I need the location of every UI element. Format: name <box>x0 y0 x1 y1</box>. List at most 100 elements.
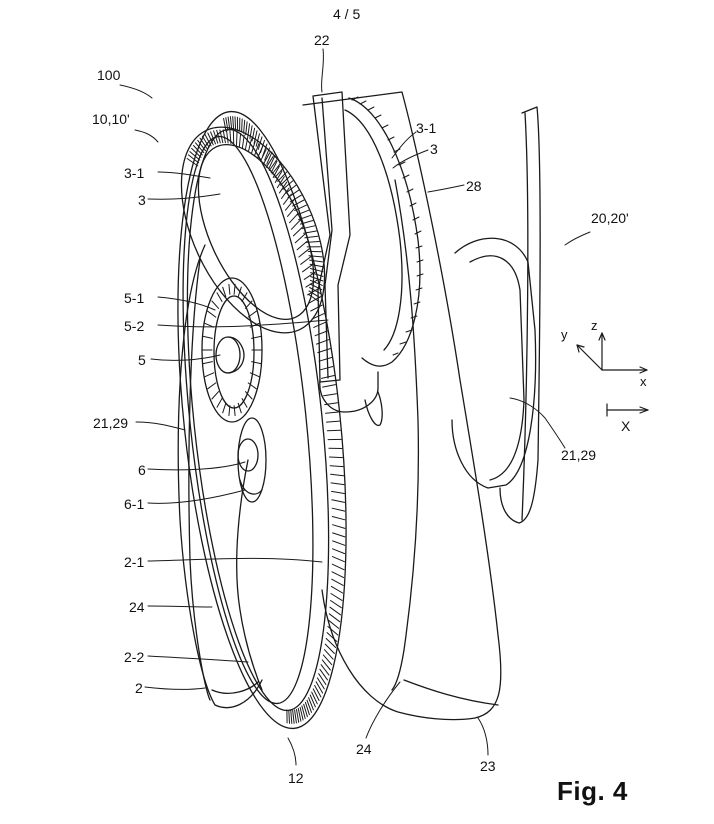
gear-tooth <box>289 710 290 723</box>
gear-tooth <box>205 373 214 377</box>
axis-indicator-small <box>577 333 647 373</box>
gear-tooth <box>291 220 300 229</box>
gear-tooth <box>227 130 229 143</box>
gear-tooth <box>313 689 319 701</box>
gear-tooth <box>310 695 315 707</box>
axis-indicator-big-x <box>607 404 648 416</box>
gear-tooth <box>194 146 203 156</box>
shaft-column-groove <box>322 98 332 378</box>
gear-tooth <box>323 385 336 388</box>
gear-tooth <box>320 367 333 370</box>
gear-tooth <box>331 586 342 593</box>
gear-tooth <box>203 362 213 364</box>
ref-label-10-10p: 10,10' <box>92 112 130 126</box>
gear-tooth <box>328 627 338 636</box>
ring-gear-inner <box>164 123 352 717</box>
gear-tooth <box>237 132 238 145</box>
gear-tooth <box>327 430 340 431</box>
gear-tooth <box>333 533 345 537</box>
gear-tooth <box>324 394 337 396</box>
gear-tooth <box>332 508 345 511</box>
axis-label-big-x: X <box>621 418 630 434</box>
right-hub-inner <box>470 256 524 480</box>
gear-tooth <box>332 572 344 578</box>
gear-tooth <box>331 594 342 601</box>
gear-tooth <box>245 301 252 308</box>
gear-tooth <box>203 336 213 338</box>
ref-label-6-1: 6-1 <box>124 497 144 511</box>
gear-tooth <box>251 141 255 154</box>
ref-label-12: 12 <box>288 771 304 785</box>
gear-tooth <box>312 692 318 704</box>
ref-label-20-20p: 20,20' <box>591 211 629 225</box>
gear-tooth <box>332 491 345 493</box>
gear-tooth <box>331 474 344 475</box>
gear-tooth <box>234 406 235 416</box>
gear-tooth <box>315 686 321 697</box>
gear-tooth <box>200 138 207 149</box>
back-disc-edge <box>189 260 210 700</box>
gear-tooth <box>224 119 226 132</box>
gear-tooth <box>331 483 344 485</box>
gear-tooth <box>310 260 323 262</box>
gear-tooth <box>333 525 345 529</box>
gear-tooth <box>332 517 345 520</box>
ref-label-3-1-left: 3-1 <box>124 166 144 180</box>
ref-label-5-2: 5-2 <box>124 319 144 333</box>
gear-tooth <box>295 710 297 723</box>
gear-tooth <box>330 457 343 458</box>
gear-tooth <box>311 305 323 311</box>
gear-tooth <box>217 399 222 408</box>
gear-6-hub <box>238 439 258 471</box>
right-bracket-plate <box>500 107 540 523</box>
gear-tooth <box>223 403 226 413</box>
gear-tooth <box>229 406 230 416</box>
gear-tooth <box>316 682 323 693</box>
gear-tooth <box>242 119 243 132</box>
gear-tooth <box>332 557 344 562</box>
housing-front-face <box>392 180 418 690</box>
ref-label-3-left: 3 <box>138 193 146 207</box>
gear-tooth <box>332 579 344 585</box>
gear-tooth <box>212 301 219 308</box>
gear-tooth <box>288 207 297 217</box>
ref-label-100: 100 <box>97 68 120 82</box>
axis-label-x: x <box>640 374 647 389</box>
ref-label-3-right: 3 <box>430 142 438 156</box>
housing-lower-curve <box>404 680 498 705</box>
ref-label-21-29-left: 21,29 <box>93 416 128 430</box>
ref-label-24-bottom: 24 <box>356 742 372 756</box>
gear-tooth <box>303 264 314 272</box>
shaft-foot-knob <box>365 392 382 425</box>
ref-label-2: 2 <box>135 681 143 695</box>
gear-tooth <box>226 118 228 131</box>
gear-tooth <box>332 564 344 570</box>
ref-label-2-2: 2-2 <box>124 650 144 664</box>
ref-label-22: 22 <box>314 33 330 47</box>
gear-tooth <box>239 134 240 147</box>
gear-tooth <box>315 331 327 336</box>
ref-label-21-29-right: 21,29 <box>561 448 596 462</box>
gear-5-inner <box>214 296 254 408</box>
gear-tooth <box>223 130 225 143</box>
ref-label-23: 23 <box>480 759 496 773</box>
ref-label-5-1: 5-1 <box>124 291 144 305</box>
gear-tooth <box>331 601 342 608</box>
gear-tooth <box>330 466 343 467</box>
axis-label-z: z <box>591 318 598 333</box>
gear-tooth <box>314 322 326 327</box>
gear-tooth <box>293 227 302 236</box>
back-disc-spoke <box>237 460 262 690</box>
gear-tooth <box>319 358 332 362</box>
gear-tooth <box>235 117 236 130</box>
gear-tooth <box>333 549 345 554</box>
gear-tooth <box>297 241 307 249</box>
gear-tooth <box>229 284 230 294</box>
gear-tooth <box>233 117 234 130</box>
page-number: 4 / 5 <box>333 6 360 22</box>
gear-tooth <box>327 421 340 422</box>
gear-tooth <box>317 678 324 689</box>
ref-label-2-1: 2-1 <box>124 555 144 569</box>
gear-tooth <box>208 311 216 317</box>
